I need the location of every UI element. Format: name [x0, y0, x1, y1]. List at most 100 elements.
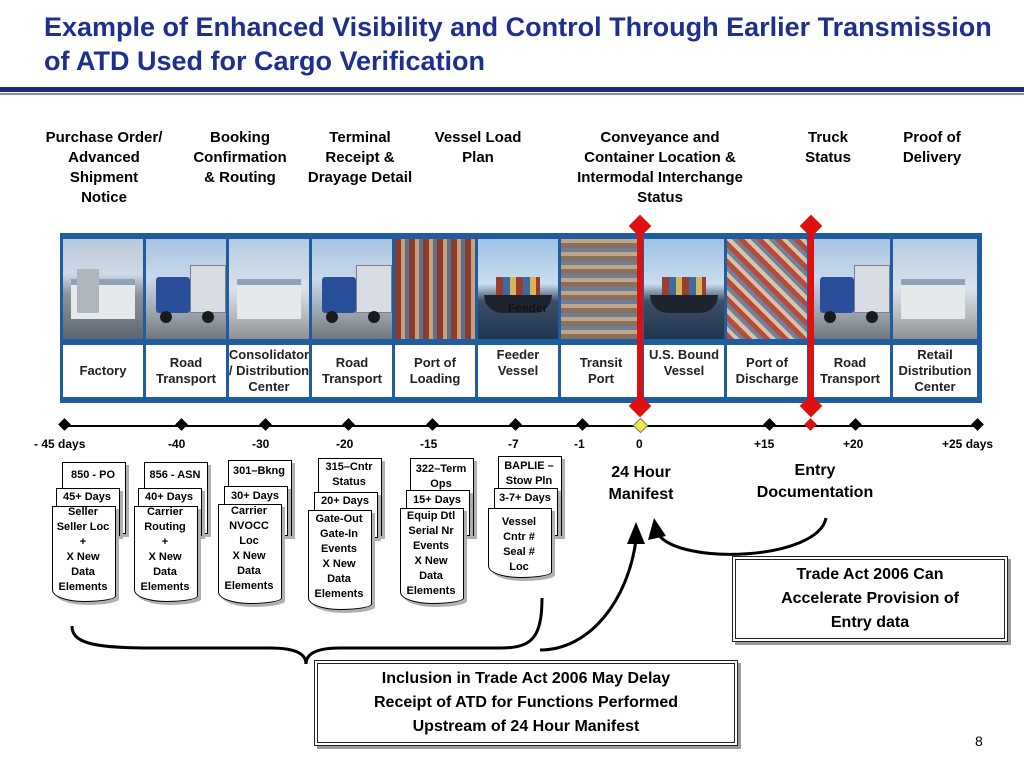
doc-header: 856 - ASN: [149, 469, 201, 481]
doc-body: Carrier Routing + X New Data Elements: [140, 506, 190, 593]
manifest-red-arrow: [637, 226, 643, 406]
truck-photo: [146, 239, 226, 339]
stage-header-purchase-order: Purchase Order/ Advanced Shipment Notice: [45, 129, 163, 206]
doc-header: 301–Bkng: [233, 465, 285, 477]
doc-body: Gate-Out Gate-In Events X New Data Eleme…: [314, 513, 364, 600]
box-frame: [317, 663, 735, 743]
doc-days: 15+ Days: [412, 494, 461, 506]
timeline-label: +25 days: [942, 437, 994, 451]
strip-label: Retail Distribution Center: [893, 345, 977, 397]
strip-label: Road Transport: [146, 345, 226, 397]
truck-wheel: [326, 311, 338, 323]
stage-header-booking: Booking Confirmation & Routing: [193, 129, 287, 186]
doc-header: 322–Term Ops: [415, 463, 467, 490]
timeline-label: -40: [168, 437, 186, 451]
strip-cell-port-of-loading: Port of Loading: [395, 239, 475, 397]
doc-sheet: [308, 510, 372, 610]
truck-wheel: [160, 311, 172, 323]
strip-cell-road-transport: Road Transport: [312, 239, 392, 397]
trade-act-box: Trade Act 2006 Can Accelerate Provision …: [732, 556, 1008, 642]
doc-header: BAPLIE – Stow Pln: [504, 460, 554, 487]
truck-wheel: [368, 311, 380, 323]
doc-stack-322-term: 322–Term Ops 15+ Days Equip Dtl Serial N…: [400, 458, 480, 608]
strip-cell-feeder-vessel: Feeder Vessel: [478, 239, 558, 397]
stage-header-conveyance: Conveyance and Container Location & Inte…: [577, 129, 743, 206]
container-port-photo: [395, 239, 475, 339]
truck-photo: [312, 239, 392, 339]
page-number: 8: [975, 733, 983, 749]
supply-chain-strip: Factory Road Transport Consolidator / Di…: [60, 233, 982, 403]
ship-containers: [496, 277, 540, 295]
discharge-port-photo: [727, 239, 807, 339]
truck-trailer: [854, 265, 890, 313]
us-bound-ship-photo: [644, 239, 724, 339]
doc-stack-850-po: 850 - PO 45+ Days Seller Seller Loc + X …: [52, 462, 132, 602]
strip-cell-port-of-discharge: Port of Discharge: [727, 239, 807, 397]
doc-stack-856-asn: 856 - ASN 40+ Days Carrier Routing + X N…: [134, 462, 214, 602]
doc-days: 45+ Days: [62, 491, 111, 503]
doc-stack-315-cntr: 315–Cntr Status 20+ Days Gate-Out Gate-I…: [308, 458, 388, 618]
timeline-label: - 45 days: [34, 437, 86, 451]
feeder-overlay-label: Feeder: [508, 301, 548, 315]
stage-header-terminal: Terminal Receipt & Drayage Detail: [307, 129, 413, 186]
retail-dc-photo: [893, 239, 977, 339]
box-frame: [735, 559, 1005, 639]
retail-building: [901, 279, 965, 319]
truck-wheel: [824, 311, 836, 323]
timeline-axis: [62, 425, 980, 427]
ship-hull: [484, 295, 552, 313]
timeline-label: -1: [574, 437, 585, 451]
strip-cell-factory: Factory: [63, 239, 143, 397]
factory-photo: [63, 239, 143, 339]
doc-sheet: [218, 504, 282, 604]
upstream-brace: [70, 597, 544, 665]
manifest-label: 24 Hour Manifest: [608, 464, 674, 503]
doc-stack-baplie: BAPLIE – Stow Pln 3-7+ Days Vessel Cntr …: [488, 456, 568, 580]
doc-body: Equip Dtl Serial Nr Events X New Data El…: [406, 510, 456, 597]
inclusion-text: Inclusion in Trade Act 2006 May Delay Re…: [373, 670, 678, 735]
title-rule-light: [0, 93, 1024, 95]
doc-days: 20+ Days: [320, 495, 369, 507]
brace-to-manifest-arrow: [539, 539, 638, 652]
title-rule: [0, 87, 1024, 92]
doc-days: 30+ Days: [230, 490, 279, 502]
truck-cab: [820, 277, 854, 313]
strip-label: Transit Port: [561, 345, 641, 397]
truck-cab: [322, 277, 356, 313]
entry-red-arrow: [808, 226, 814, 406]
strip-cell-transit-port: Transit Port: [561, 239, 641, 397]
truck-wheel: [866, 311, 878, 323]
strip-cell-us-bound-vessel: U.S. Bound Vessel: [644, 239, 724, 397]
doc-body: Vessel Cntr # Seal # Loc: [501, 516, 537, 573]
warehouse-photo: [229, 239, 309, 339]
timeline-label: 0: [636, 437, 643, 451]
timeline-label: -30: [252, 437, 270, 451]
entry-to-manifest-arrow: [656, 517, 828, 556]
strip-label: Port of Discharge: [727, 345, 807, 397]
timeline-label: -20: [336, 437, 354, 451]
page-title: Example of Enhanced Visibility and Contr…: [44, 12, 992, 76]
stage-header-vessel-load: Vessel Load Plan: [434, 129, 522, 166]
strip-label: Port of Loading: [395, 345, 475, 397]
entry-documentation-label: Entry Documentation: [756, 462, 874, 501]
strip-label: Factory: [63, 345, 143, 397]
feeder-ship-photo: [478, 239, 558, 339]
truck-trailer: [190, 265, 226, 313]
ship-containers: [662, 277, 706, 295]
warehouse-building: [237, 279, 301, 319]
strip-label: Road Transport: [312, 345, 392, 397]
timeline-label: -15: [420, 437, 438, 451]
doc-sheet: [134, 506, 198, 602]
truck-trailer: [356, 265, 392, 313]
doc-header: 850 - PO: [70, 469, 116, 481]
strip-label: Consolidator / Distribution Center: [229, 345, 309, 397]
stage-header-truck: Truck Status: [805, 129, 851, 166]
strip-label: Road Transport: [810, 345, 890, 397]
strip-cell-road-transport: Road Transport: [146, 239, 226, 397]
doc-body: Carrier NVOCC Loc X New Data Elements: [224, 505, 274, 592]
timeline-label: +20: [843, 437, 864, 451]
factory-tower: [77, 269, 99, 313]
ship-hull: [650, 295, 718, 313]
strip-cell-road-transport: Road Transport: [810, 239, 890, 397]
